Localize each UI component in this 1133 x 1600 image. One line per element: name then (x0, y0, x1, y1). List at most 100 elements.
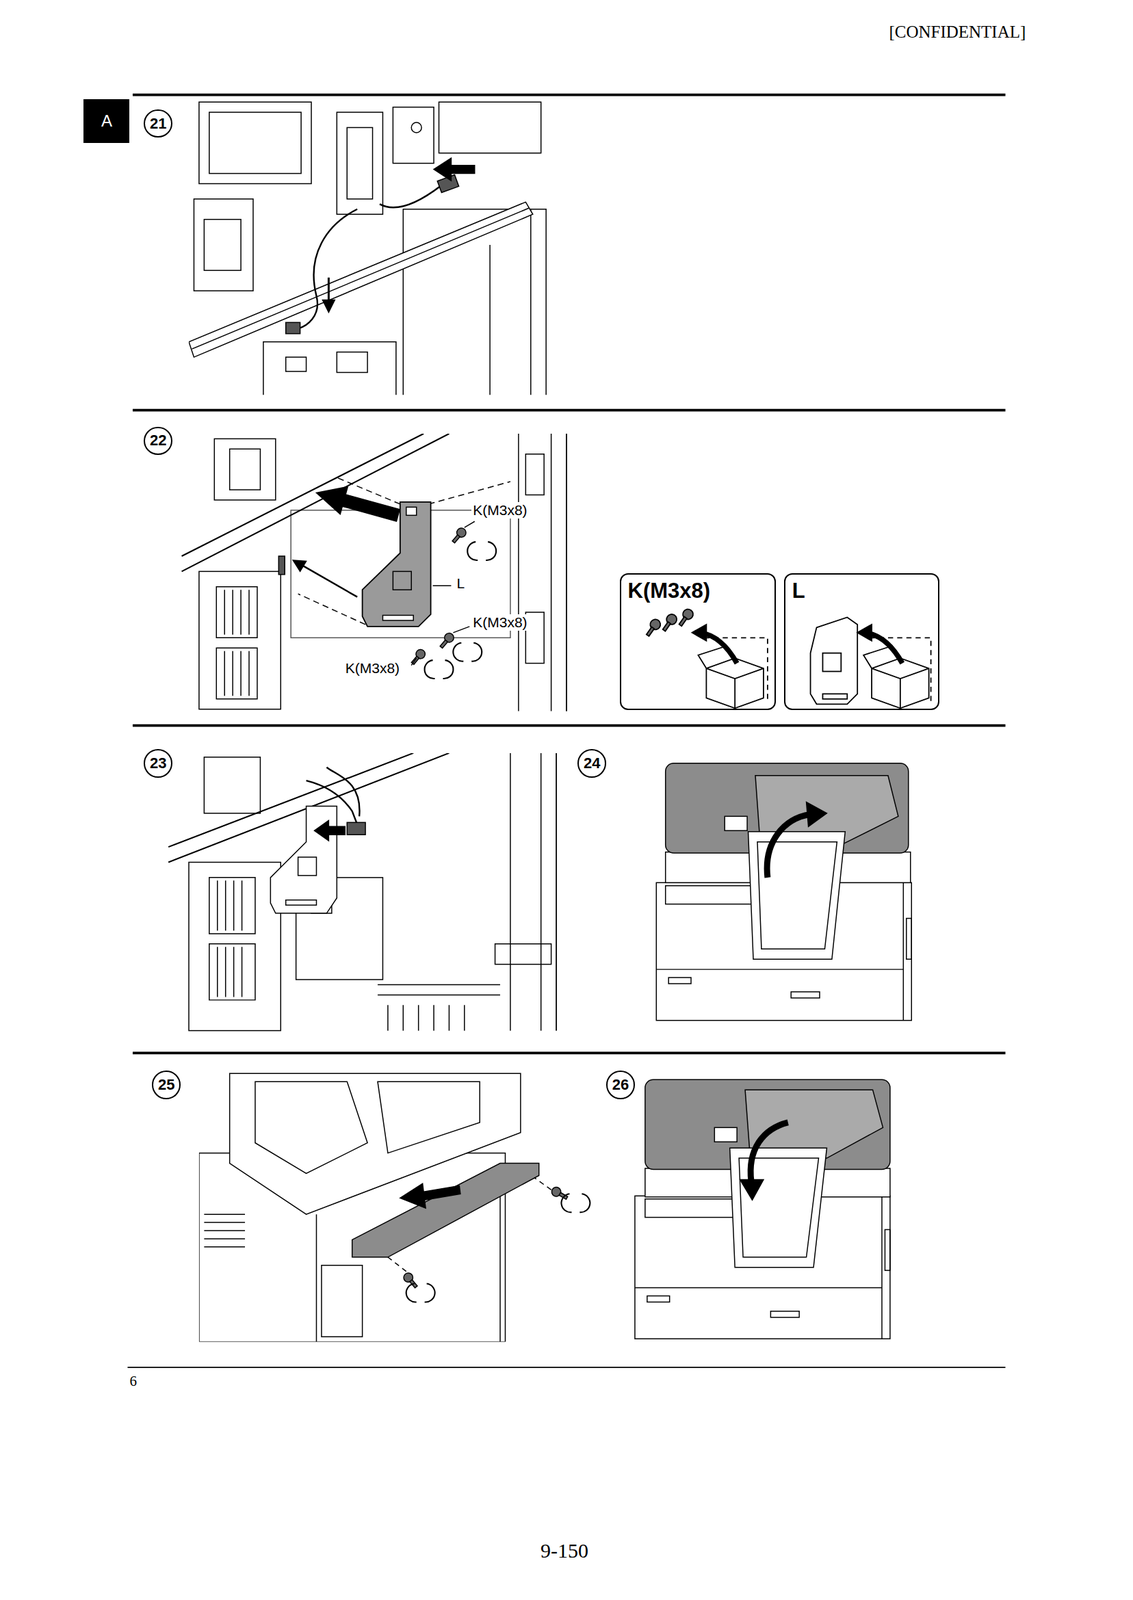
step-22-illustration (452, 643, 482, 662)
node-text: 26 (612, 1076, 629, 1095)
parts-box: K(M3x8) (619, 573, 776, 711)
step-25-illustration (400, 1183, 461, 1209)
step-26-illustration (750, 1122, 789, 1183)
step-22-illustration (409, 647, 427, 667)
step-number: 23 (143, 749, 173, 778)
node-text: 24 (583, 754, 601, 773)
confidential-mark: [CONFIDENTIAL] (888, 22, 1026, 42)
step-number: 21 (143, 109, 173, 139)
step-22-illustration (439, 639, 448, 648)
step-21-illustration (199, 101, 312, 184)
section-rules (555, 753, 557, 1032)
step-22-illustration (433, 584, 452, 586)
step-22-illustration (292, 560, 306, 572)
step-22-illustration (214, 438, 276, 501)
node-text: 22 (149, 431, 167, 450)
step-24-illustration (790, 992, 820, 999)
step-25-illustration (406, 1284, 436, 1303)
step-22-illustration (450, 526, 468, 545)
step-21-illustration (209, 112, 302, 174)
parts-box: L (784, 573, 940, 711)
step-21-illustration (193, 199, 254, 291)
step-21-illustration (263, 342, 397, 396)
step-number: 22 (143, 426, 173, 456)
step-26-illustration (770, 1311, 800, 1318)
step-21-illustration (298, 209, 358, 330)
node-text: L (792, 578, 806, 603)
step-24-illustration (656, 763, 912, 1021)
step-24-illustration (656, 968, 904, 970)
page-number: 9-150 (540, 1539, 589, 1563)
parts-icons (857, 624, 872, 642)
step-21-illustration (322, 300, 335, 313)
step-23-illustration (306, 780, 358, 825)
node-text: A (101, 111, 113, 131)
step-22-illustration (229, 448, 261, 490)
step-24-illustration (906, 918, 912, 960)
node-text: 21 (149, 114, 167, 133)
section-rules (132, 409, 1006, 412)
node-text: K(M3x8) (628, 578, 711, 603)
step-21-illustration (336, 352, 368, 373)
footer-number: 6 (129, 1373, 137, 1391)
step-24-illustration (748, 831, 846, 960)
step-26-illustration (634, 1079, 891, 1339)
parts-icons (646, 627, 655, 637)
step-25-illustration (401, 1271, 420, 1290)
step-26-illustration (740, 1179, 764, 1201)
section-rules (127, 95, 1006, 1368)
step-24-illustration (903, 882, 904, 1021)
step-22-illustration (302, 565, 358, 597)
step-25-illustration (550, 1185, 570, 1203)
parts-icons (692, 624, 707, 642)
section-rules (127, 1366, 1006, 1369)
section-rules (132, 93, 1006, 97)
step-23-illustration (314, 820, 346, 841)
step-22-illustration (525, 454, 544, 496)
step-23-illustration (509, 753, 511, 1032)
step-23-illustration (298, 857, 317, 876)
step-22-illustration (464, 521, 475, 528)
step-25-illustration (316, 1214, 317, 1342)
step-23-illustration (346, 822, 366, 835)
step-25-illustration (352, 1163, 540, 1258)
step-23-illustration (209, 877, 256, 1001)
part-label: L (454, 575, 466, 592)
step-22-illustration (316, 486, 400, 522)
step-25-illustration (561, 1193, 590, 1213)
step-21-illustration (346, 127, 373, 199)
step-21-illustration (489, 244, 490, 395)
step-26-illustration (730, 1148, 828, 1268)
step-24-illustration (724, 816, 748, 831)
step-22-illustration (411, 658, 416, 666)
step-21-illustration (411, 122, 422, 133)
step-22-illustration (278, 556, 285, 575)
step-21-illustration (188, 101, 546, 395)
step-22-illustration (452, 626, 470, 633)
step-23-illustration (188, 862, 281, 1031)
step-21-illustration (285, 357, 307, 372)
step-26-illustration (881, 1195, 882, 1339)
parts-icons (822, 653, 841, 672)
step-number: 25 (151, 1070, 181, 1100)
parts-icons (810, 617, 858, 705)
part-label: K(M3x8) (471, 614, 529, 631)
step-22-illustration (452, 535, 460, 544)
step-25-illustration (377, 1081, 480, 1153)
step-23-illustration (168, 753, 551, 1032)
node-text: 23 (149, 754, 167, 773)
step-21-illustration (379, 185, 442, 208)
parts-icons (662, 621, 671, 632)
step-23-illustration (540, 753, 542, 1032)
step-25-illustration (199, 1073, 590, 1342)
step-26-illustration (647, 1295, 670, 1302)
part-label: K(M3x8) (471, 502, 529, 519)
step-24-illustration (668, 977, 692, 984)
step-23-illustration (377, 984, 501, 1031)
parts-icons (643, 617, 663, 640)
step-22-illustration (216, 587, 258, 700)
step-21-illustration (336, 112, 383, 215)
step-24-illustration (806, 801, 828, 827)
